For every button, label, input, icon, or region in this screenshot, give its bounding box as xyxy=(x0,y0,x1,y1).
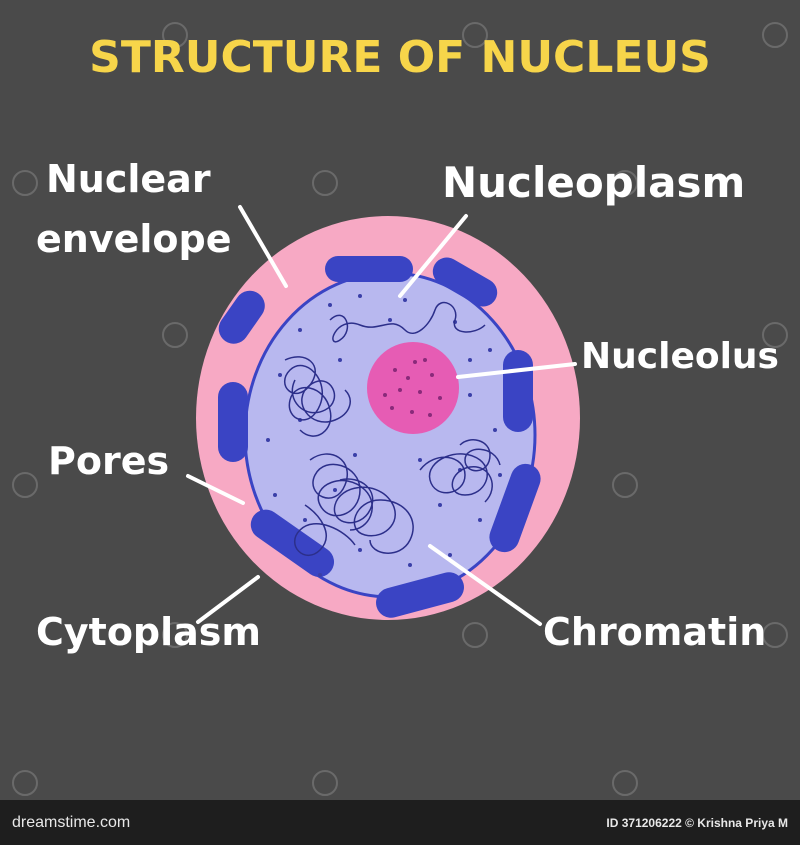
footer-bar: dreamstime.com ID 371206222 © Krishna Pr… xyxy=(0,800,800,845)
nucleoplasm-dots xyxy=(266,294,502,577)
label-nucleolus: Nucleolus xyxy=(581,336,779,377)
footer-brand[interactable]: dreamstime.com xyxy=(12,814,131,831)
nucleus-diagram xyxy=(12,22,788,796)
diagram-title: STRUCTURE OF NUCLEUS xyxy=(89,32,711,83)
nucleolus-dots xyxy=(383,358,442,417)
label-chromatin: Chromatin xyxy=(543,610,767,654)
nucleolus xyxy=(367,342,459,434)
chromatin xyxy=(283,301,501,557)
diagram-stage: STRUCTURE OF NUCLEUS Nuclear envelope Nu… xyxy=(12,22,788,796)
nuclear-envelope xyxy=(218,256,541,618)
label-cytoplasm: Cytoplasm xyxy=(36,610,262,654)
label-nuclear-envelope-line2: envelope xyxy=(36,217,232,261)
label-nuclear-envelope-line1: Nuclear xyxy=(46,157,211,201)
label-nucleoplasm: Nucleoplasm xyxy=(442,158,746,207)
footer-credit: ID 371206222 © Krishna Priya M xyxy=(606,816,788,830)
label-pores: Pores xyxy=(48,439,170,483)
label-pointer-lines xyxy=(186,205,577,626)
